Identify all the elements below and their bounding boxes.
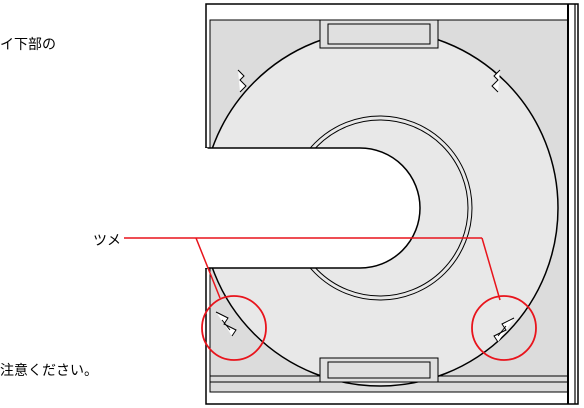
rim-notch-top-right <box>491 69 501 93</box>
top-tab <box>319 19 439 49</box>
claw-highlight-right <box>471 295 537 361</box>
tray-slot-cutout <box>205 147 421 269</box>
claw-label: ツメ <box>93 233 121 249</box>
claw-highlight-left <box>201 295 267 361</box>
instruction-text-bottom: 注意ください。 <box>0 363 98 379</box>
bottom-tab <box>319 357 439 383</box>
claw-left <box>215 311 237 337</box>
claw-right <box>493 317 515 343</box>
rim-notch-top-left <box>237 69 247 93</box>
callout-lines <box>124 237 501 301</box>
instruction-text-top: イ下部の <box>0 37 56 53</box>
